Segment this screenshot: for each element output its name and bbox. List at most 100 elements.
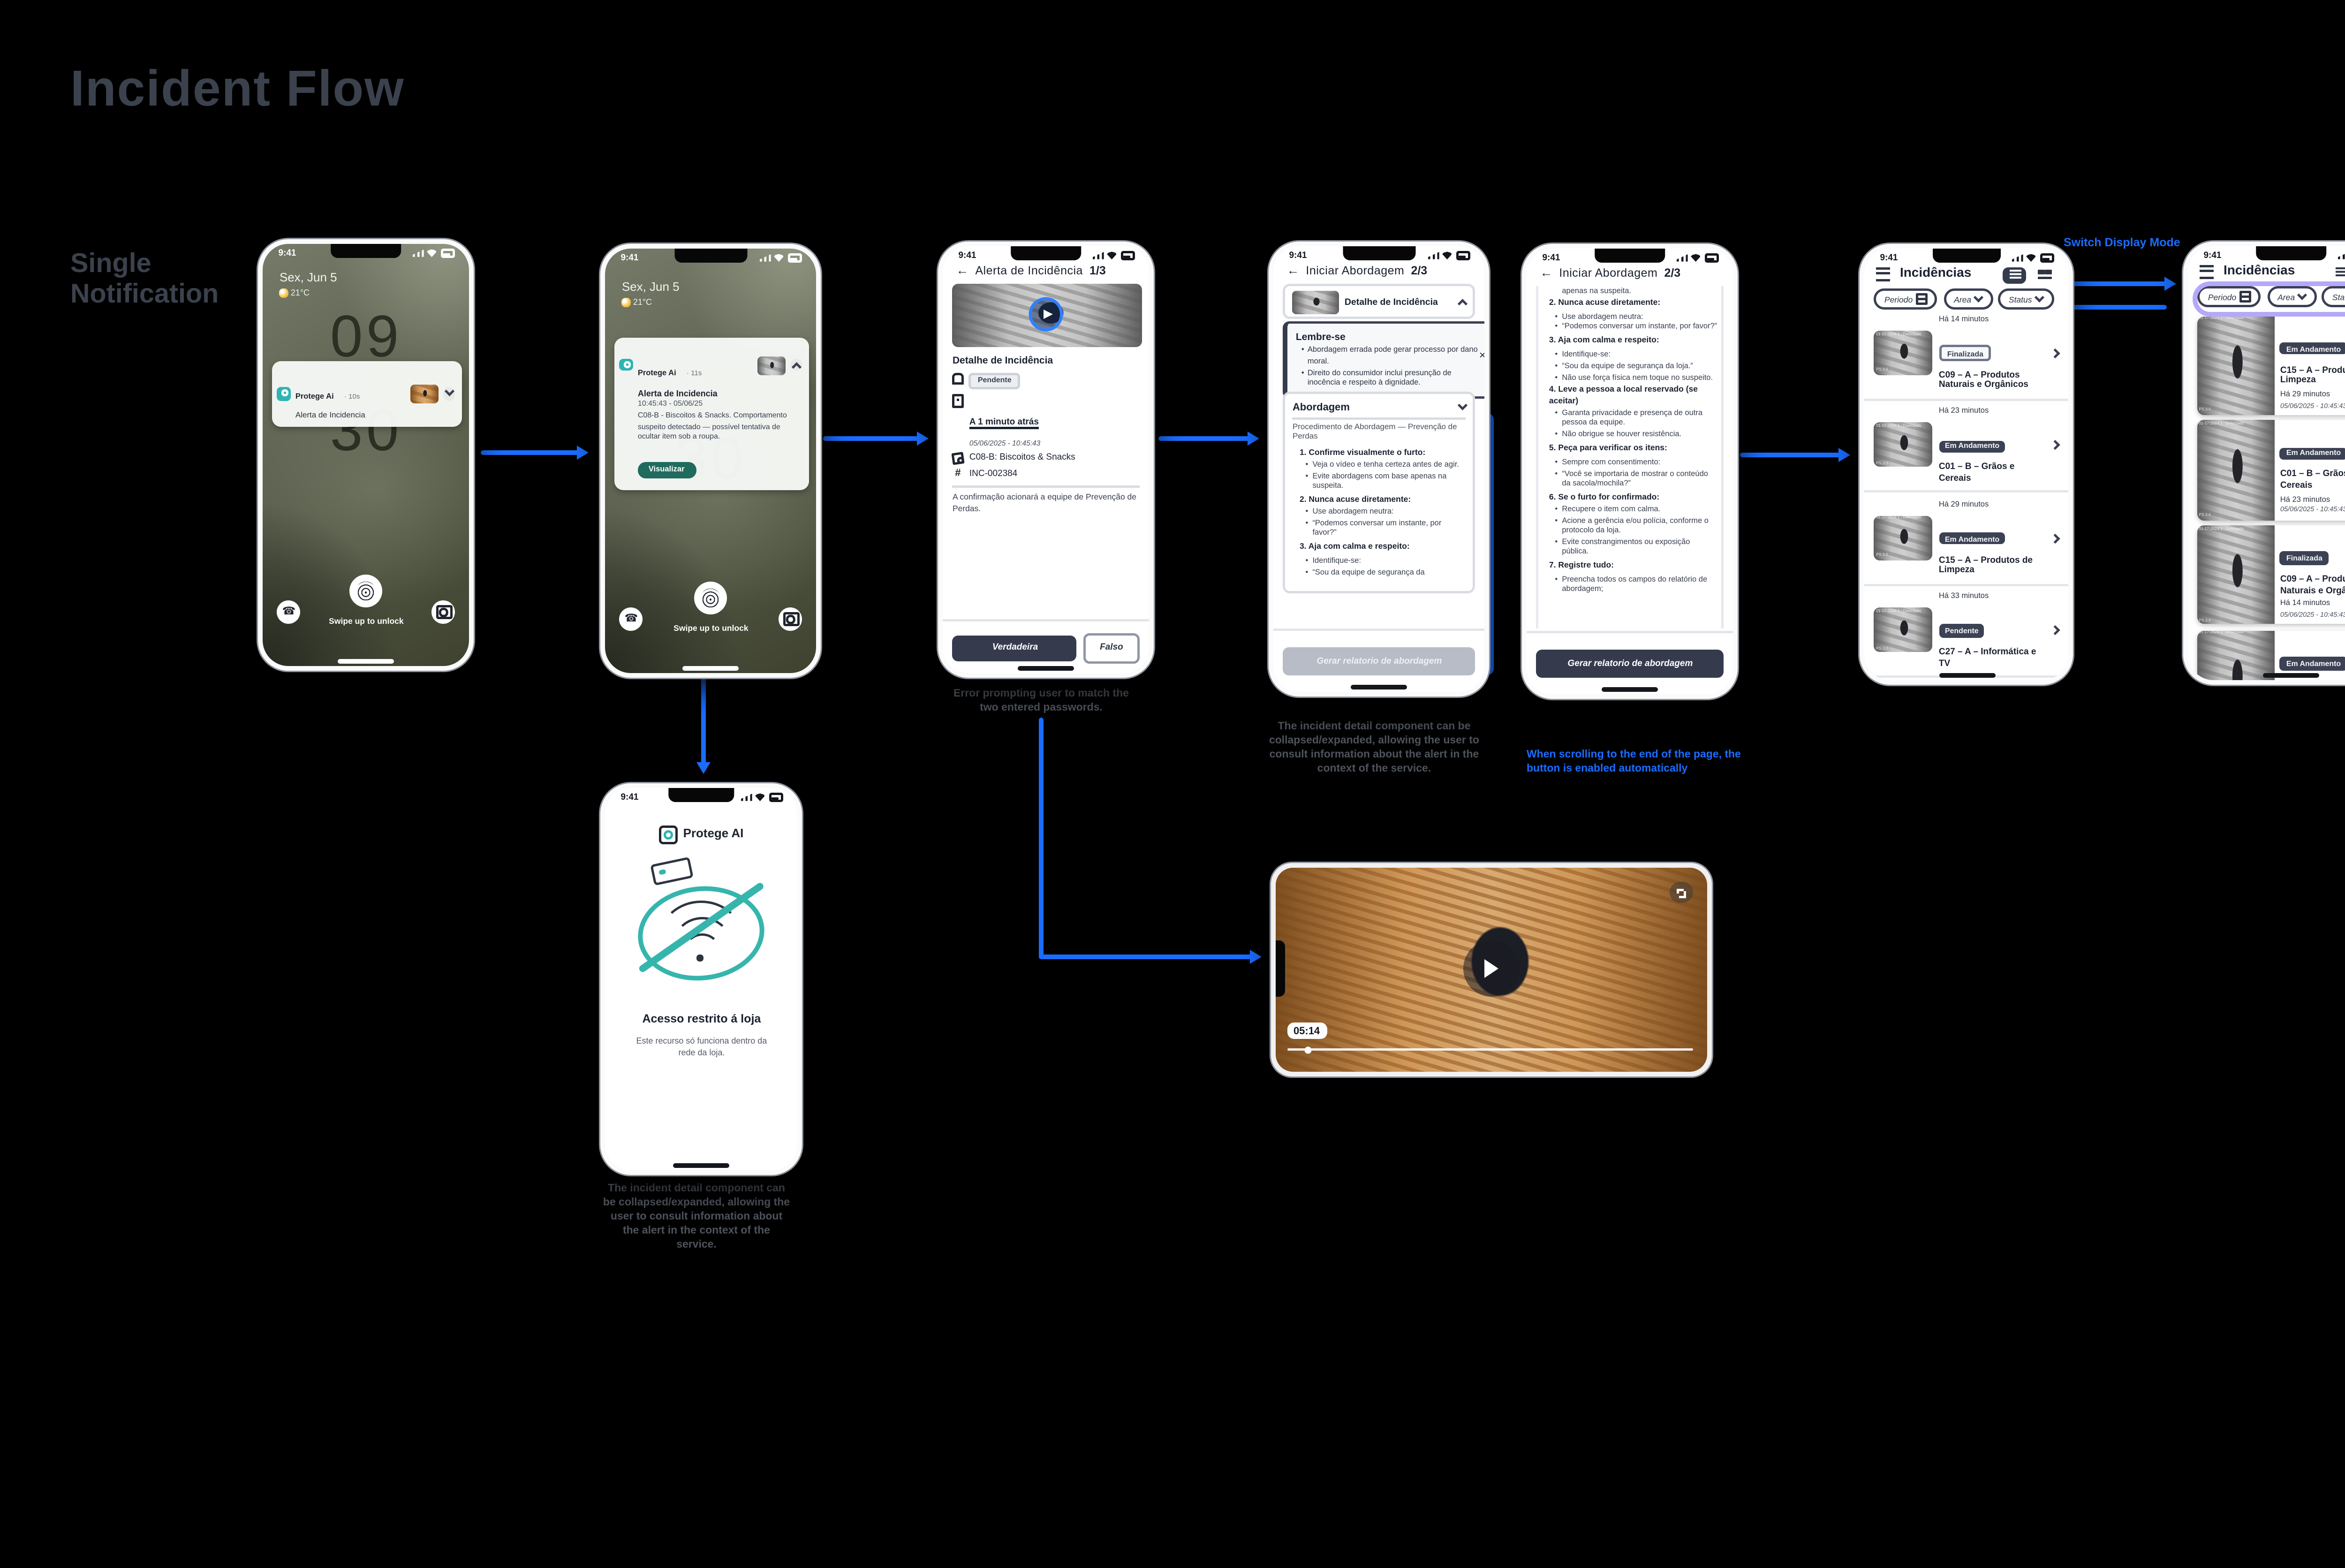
home-indicator[interactable] [673, 1163, 730, 1167]
grid-view-button[interactable] [2034, 267, 2057, 283]
wifi-arc-icon [659, 901, 744, 976]
filter-status-chip[interactable]: Status [1998, 288, 2054, 311]
card-time: Há 23 minutos [2280, 494, 2330, 504]
status-icons [741, 793, 783, 802]
lembrese-alert: × Lembre-se Abordagem errada pode gerar … [1283, 321, 1485, 398]
status-badge: Em Andamento [2280, 342, 2345, 356]
menu-icon[interactable] [1876, 267, 1891, 282]
camera-icon [651, 857, 694, 886]
id-row: #INC-002384 [953, 468, 1140, 480]
gerar-relatorio-button[interactable]: Gerar relatorio de abordagem [1536, 650, 1724, 678]
wifi-icon [1442, 251, 1452, 260]
back-button[interactable]: ← [1540, 267, 1553, 282]
wifi-icon [774, 254, 784, 262]
menu-icon[interactable] [2200, 265, 2214, 280]
home-indicator[interactable] [682, 666, 739, 670]
grid-icon [2039, 270, 2053, 280]
battery-icon [768, 793, 783, 801]
signal-icon [1092, 252, 1104, 259]
status-time: 9:41 [620, 253, 639, 263]
status-time: 9:41 [278, 248, 296, 258]
collapse-notification-button[interactable] [789, 358, 802, 372]
chevron-down-icon [2296, 290, 2308, 302]
flow-arrow [1158, 436, 1250, 441]
falso-button[interactable]: Falso [1083, 632, 1140, 663]
screen-title: Incidências [2223, 265, 2295, 280]
home-indicator[interactable] [1938, 673, 1995, 677]
fingerprint-button[interactable] [694, 582, 727, 615]
progress-bar[interactable] [1288, 1046, 1694, 1054]
item-title: C09 – A – Produtos Naturais e Orgânicos [1938, 370, 2028, 391]
incident-detail-collapsed-card[interactable]: Detalhe de Incidência [1283, 284, 1475, 319]
chevron-down-icon[interactable] [1456, 399, 1468, 411]
status-badge: Em Andamento [2280, 447, 2345, 460]
flow-arrow [1039, 954, 1252, 960]
fingerprint-icon [357, 583, 375, 600]
play-button[interactable] [1032, 300, 1060, 329]
notification-title: Alerta de Incidencia [295, 410, 365, 420]
camera-shortcut-button[interactable] [779, 607, 802, 631]
notification-card[interactable]: Protege Ai · 10s Alerta de Incidencia [271, 361, 461, 426]
home-indicator[interactable] [338, 659, 394, 663]
exit-fullscreen-button[interactable] [1670, 881, 1693, 904]
time-link[interactable]: A 1 minuto atrás [969, 417, 1039, 427]
procedure-line: 4. Leve a pessoa a local reservado (se a… [1549, 386, 1698, 406]
filter-status-chip[interactable]: Status [2322, 286, 2345, 308]
back-button[interactable]: ← [956, 265, 969, 280]
filter-area-chip[interactable]: Area [1944, 288, 1993, 311]
phone-notch [2256, 246, 2327, 259]
screen-title: Iniciar Abordagem [1306, 265, 1405, 280]
filter-periodo-chip[interactable]: Periodo [1874, 288, 1938, 311]
verdadeira-button[interactable]: Verdadeira [953, 635, 1078, 661]
status-icons [1092, 251, 1135, 260]
phone-shortcut-button[interactable]: ☎ [277, 600, 301, 624]
procedure-line: Não obrigue se houver resistência. [1542, 430, 1718, 441]
home-indicator[interactable] [1351, 684, 1407, 689]
notification-card-expanded[interactable]: Protege Ai · 11s Alerta de Incidencia 10… [613, 338, 808, 489]
status-badge: Finalizada [1938, 345, 1992, 363]
protege-logo-icon [659, 826, 679, 845]
home-indicator[interactable] [1602, 687, 1658, 691]
fullscreen-icon [1676, 887, 1687, 898]
video-player: 05:14 [1271, 863, 1711, 1076]
filter-periodo-chip[interactable]: Periodo [2197, 286, 2262, 308]
play-button[interactable] [1462, 941, 1519, 998]
caption-detail-component: The incident detail component can be col… [1269, 720, 1479, 774]
home-indicator[interactable] [1018, 666, 1074, 670]
flow-arrow-down [701, 678, 706, 765]
chevron-up-icon [1457, 297, 1469, 309]
battery-icon [1703, 254, 1718, 262]
camera-shortcut-button[interactable] [431, 600, 455, 624]
home-indicator[interactable] [2263, 673, 2320, 677]
list-view-button[interactable] [2003, 266, 2027, 283]
phone-shortcut-button[interactable]: ☎ [619, 607, 643, 631]
phone-notch [331, 244, 401, 257]
play-icon [1485, 960, 1499, 979]
status-badge: Em Andamento [1938, 439, 2006, 453]
card-date: 05/06/2025 - 10:45:43 [2280, 505, 2345, 515]
expand-notification-button[interactable] [442, 386, 455, 400]
filter-area-chip[interactable]: Area [2267, 286, 2316, 308]
incident-video[interactable] [951, 283, 1142, 347]
gerar-relatorio-button-disabled[interactable]: Gerar relatorio de abordagem [1283, 647, 1475, 676]
video-timestamp: 05:14 [1286, 1022, 1327, 1038]
screen-title: Alerta de Incidência [975, 265, 1083, 280]
confirmation-note: A confirmação acionará a equipe de Preve… [952, 492, 1137, 513]
fingerprint-button[interactable] [349, 575, 383, 608]
visualizar-button[interactable]: Visualizar [637, 462, 696, 477]
procedure-line: Evite abordagens com base apenas na susp… [1293, 471, 1466, 491]
list-view-button[interactable] [2329, 265, 2345, 281]
swipe-hint: Swipe up to unlock [673, 624, 749, 634]
back-button[interactable]: ← [1286, 265, 1300, 280]
card-date: 05/06/2025 - 10:45:43 [2280, 610, 2345, 620]
phone-notch [675, 249, 747, 262]
